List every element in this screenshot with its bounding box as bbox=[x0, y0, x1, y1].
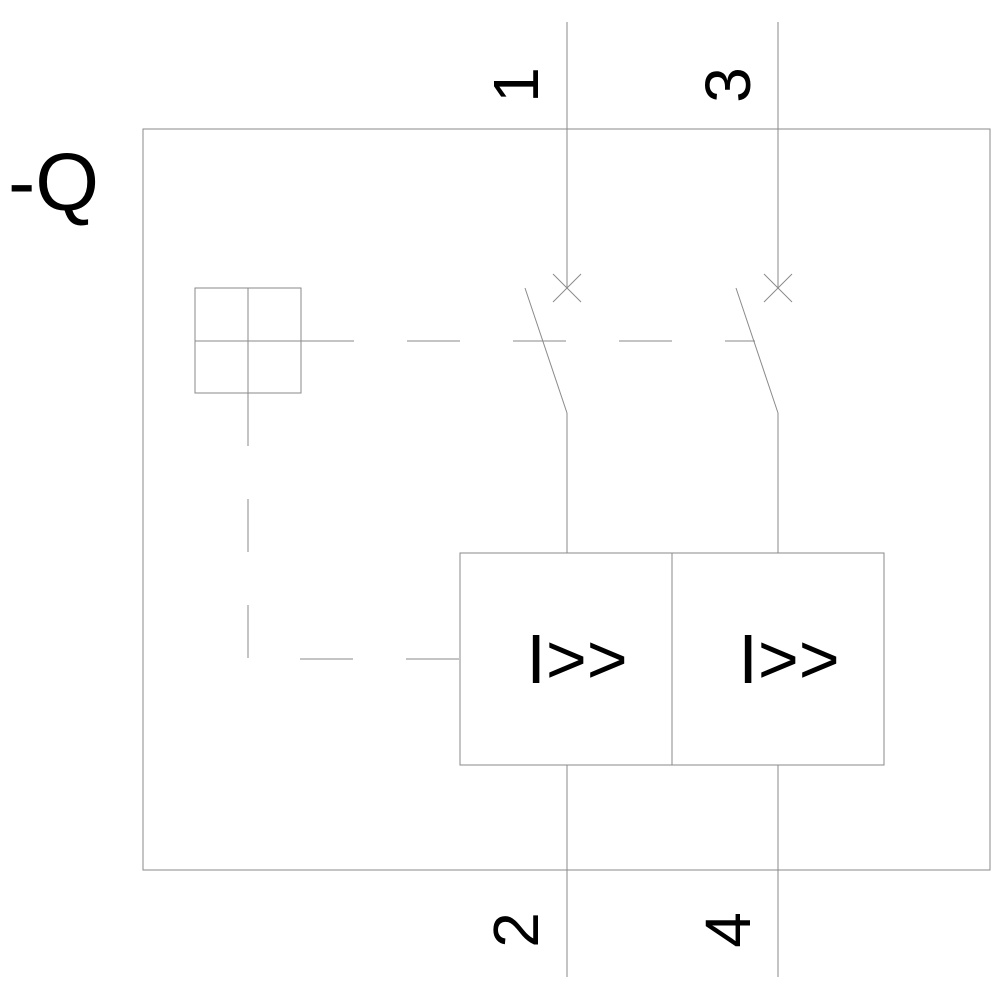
trip-unit-label: I>> bbox=[526, 620, 627, 698]
terminal-label-2: 2 bbox=[480, 912, 552, 948]
pole-1 bbox=[524, 22, 582, 977]
terminal-label-4: 4 bbox=[692, 912, 764, 948]
pole-2 bbox=[735, 22, 793, 977]
terminal-label-1: 1 bbox=[480, 67, 552, 103]
device-designation: -Q bbox=[8, 137, 99, 228]
trip-unit-label: I>> bbox=[738, 620, 839, 698]
trip-unit-2: I>> bbox=[671, 552, 885, 766]
terminal-label-3: 3 bbox=[692, 67, 764, 103]
manual-operator-symbol bbox=[194, 287, 302, 394]
mechanical-linkage-trip bbox=[247, 393, 460, 660]
trip-unit-1: I>> bbox=[459, 552, 673, 766]
